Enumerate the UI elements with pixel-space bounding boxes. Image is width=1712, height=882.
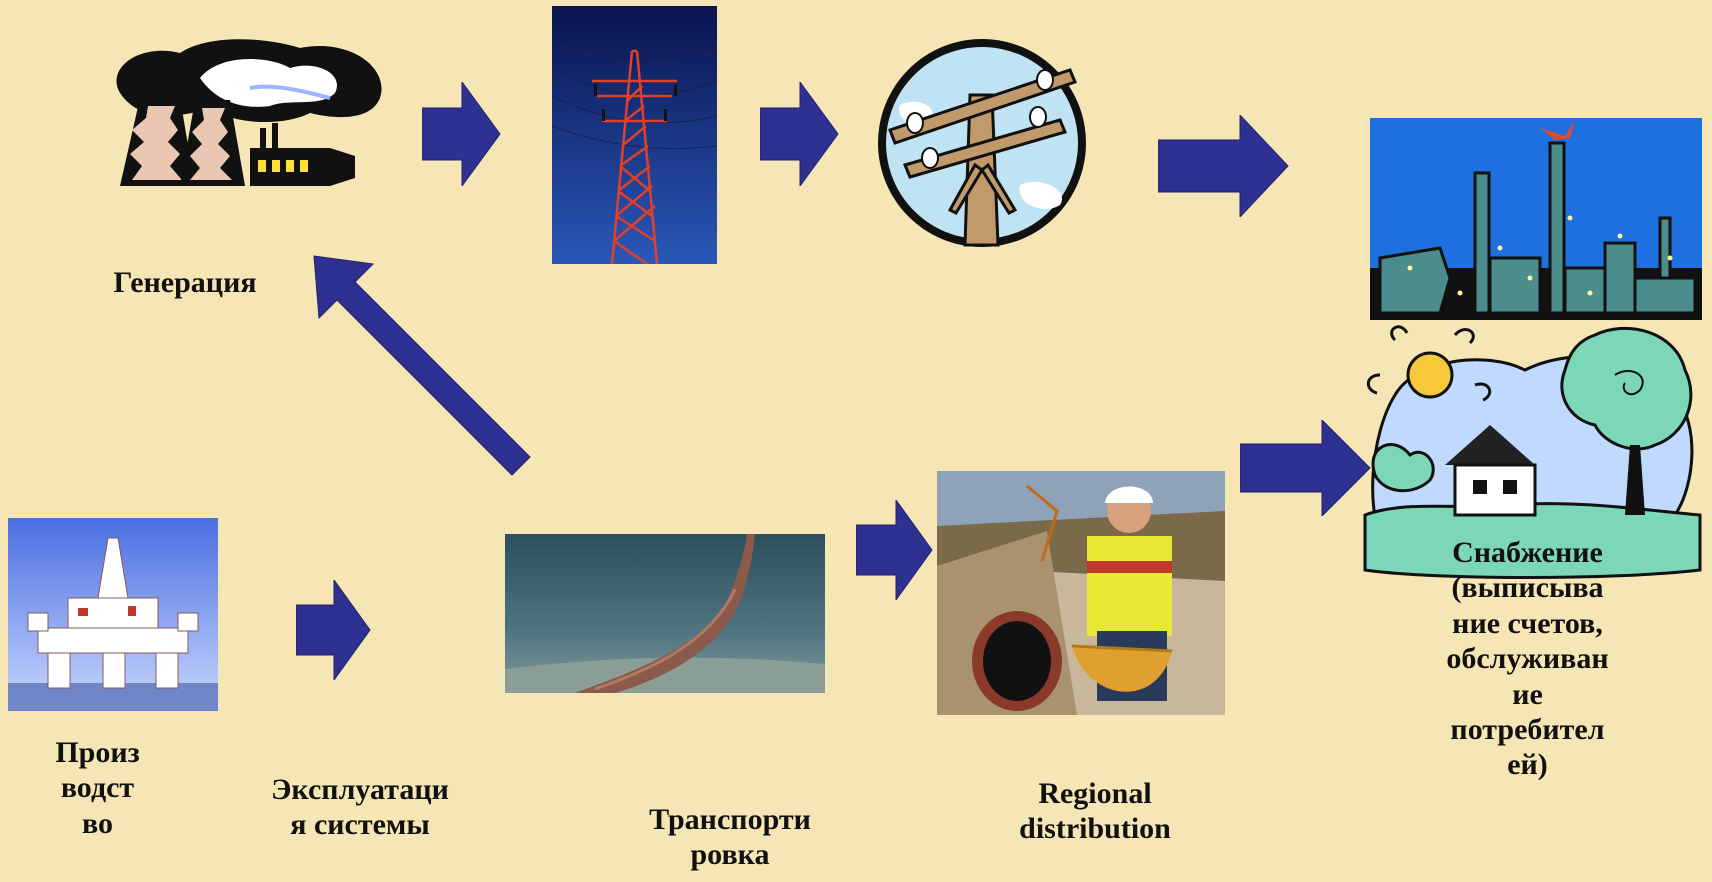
- arrow-right-icon: [422, 82, 501, 186]
- pipeline-worker-photo: [937, 471, 1225, 715]
- label-generation: Генерация: [113, 266, 257, 299]
- arrow-right-icon: [1240, 420, 1371, 516]
- label-regional-distribution: Regional distribution: [1019, 777, 1171, 846]
- arrow-diagonal-icon: [313, 255, 531, 476]
- utility-pole-icon: [870, 35, 1095, 250]
- transmission-tower-photo: [552, 6, 717, 264]
- label-supply: Снабжение (выписыва ние счетов, обслужив…: [1446, 536, 1609, 782]
- house-icon: [1355, 315, 1705, 585]
- arrow-right-icon: [296, 580, 371, 680]
- label-system-operation: Эксплуатаци я системы: [271, 773, 449, 842]
- offshore-rig-photo: [8, 518, 218, 711]
- subsea-pipeline-photo: [505, 534, 825, 693]
- arrow-right-icon: [856, 500, 933, 600]
- label-transport: Транспорти ровка: [649, 803, 811, 872]
- power-plant-icon: [100, 38, 390, 188]
- label-production: Произ водст во: [55, 736, 140, 840]
- arrow-right-icon: [760, 82, 839, 186]
- arrow-right-icon: [1158, 115, 1289, 217]
- industrial-plant-icon: [1370, 118, 1702, 320]
